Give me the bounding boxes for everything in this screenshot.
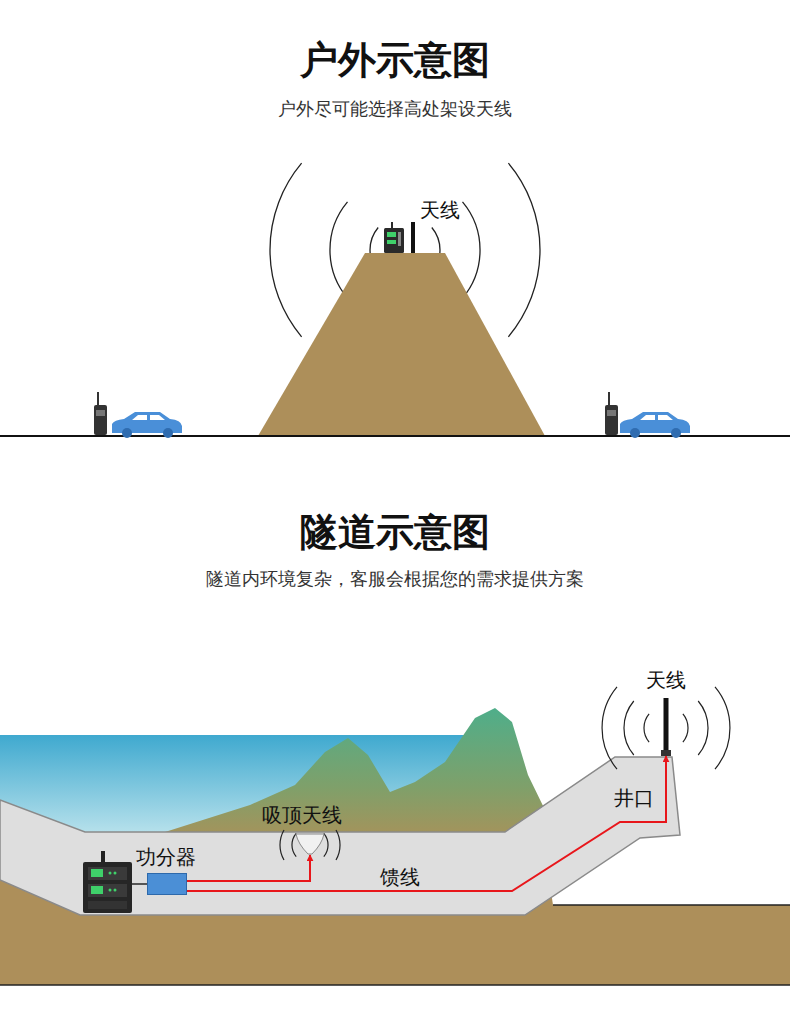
device-panel xyxy=(88,884,127,897)
car-wheel xyxy=(122,428,132,438)
cone-shape xyxy=(295,834,325,855)
radio-body xyxy=(605,405,618,435)
radio-antenna xyxy=(608,392,610,406)
signal-arc xyxy=(270,163,302,337)
walkie-talkie xyxy=(94,392,107,435)
feed-line xyxy=(187,756,666,891)
ground-line xyxy=(0,984,790,986)
signal-arc xyxy=(508,163,540,337)
edge-label: 馈线 xyxy=(377,865,423,889)
box-shape xyxy=(147,873,187,895)
node-label: 天线 xyxy=(646,668,686,692)
ceiling-antenna-node: 吸顶天线 xyxy=(295,834,325,855)
device-stub xyxy=(101,851,105,863)
radio-antenna xyxy=(97,392,99,406)
device-body xyxy=(384,228,404,253)
device-panel xyxy=(398,232,401,246)
signal-arc xyxy=(324,833,328,856)
car-window xyxy=(640,415,673,420)
signal-arc xyxy=(698,701,708,755)
node-label: 功分器 xyxy=(136,845,196,869)
signal-arc xyxy=(292,833,296,856)
cone-outline xyxy=(296,834,324,854)
mast-base xyxy=(661,750,671,756)
device-led xyxy=(109,872,112,875)
walkie-talkie xyxy=(605,392,618,435)
car-wheel xyxy=(630,428,640,438)
mast-outline xyxy=(664,698,669,752)
device-led xyxy=(114,872,117,875)
car-wheel xyxy=(163,428,173,438)
mountain xyxy=(258,253,545,436)
antenna-mast xyxy=(411,222,415,253)
radio-screen xyxy=(96,410,105,416)
box-outline xyxy=(148,874,187,895)
device-screen xyxy=(91,886,103,894)
shaft-label: 井口 xyxy=(612,786,656,810)
signal-arc xyxy=(330,202,348,298)
car-window xyxy=(132,415,165,420)
mast-shape xyxy=(658,698,674,756)
signal-arc xyxy=(624,701,634,755)
signal-arc xyxy=(463,202,481,298)
panel-title: 隧道示意图 xyxy=(0,510,790,556)
subtitle: 隧道内环境复杂，客服会根据您的需求提供方案 xyxy=(0,568,790,590)
signal-arcs xyxy=(280,687,730,860)
splitter-node: 功分器 xyxy=(147,873,187,895)
ground-line xyxy=(553,904,790,906)
car-wheel xyxy=(671,428,681,438)
repeater-device xyxy=(83,851,132,913)
device-cable xyxy=(132,883,147,885)
subtitle: 户外尽可能选择高处架设天线 xyxy=(0,98,790,120)
device-screen xyxy=(387,240,396,244)
signal-arc xyxy=(336,830,340,860)
repeater-device xyxy=(384,222,404,253)
signal-arc xyxy=(280,830,284,860)
antenna-label: 天线 xyxy=(418,198,462,222)
signal-arc xyxy=(602,687,617,769)
device-panel xyxy=(88,901,127,909)
antenna-node: 天线 xyxy=(658,698,674,756)
node-label: 吸顶天线 xyxy=(262,803,342,827)
signal-arc xyxy=(715,687,730,769)
device-panel xyxy=(88,867,127,880)
car xyxy=(620,412,690,438)
radio-screen xyxy=(607,410,616,416)
device-body xyxy=(83,862,132,913)
signal-arc xyxy=(683,714,688,742)
device-led xyxy=(109,889,112,892)
device-screen xyxy=(387,232,396,237)
ground-line xyxy=(0,435,790,437)
signal-arc xyxy=(644,714,649,742)
panel-title: 户外示意图 xyxy=(0,38,790,84)
device-screen xyxy=(91,869,103,877)
hill xyxy=(165,708,552,840)
tunnel xyxy=(0,757,680,915)
feed-line xyxy=(187,855,310,881)
car xyxy=(112,412,182,438)
device-stub xyxy=(391,222,393,228)
device-led xyxy=(114,889,117,892)
radio-body xyxy=(94,405,107,435)
